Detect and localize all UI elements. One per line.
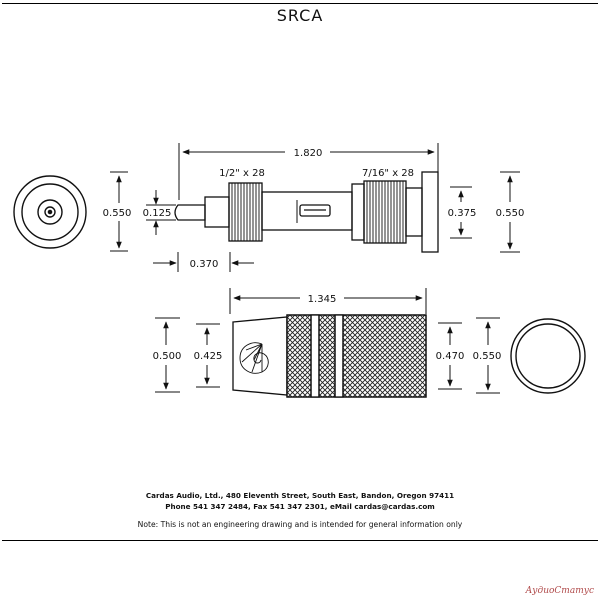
plug-end-view (13, 175, 87, 249)
dim-sleeve-inner-left (196, 323, 220, 388)
sleeve-side-view (232, 314, 427, 398)
dim-label-pin-dia: 0.125 (143, 208, 172, 219)
dim-label-sleeve-length: 1.345 (308, 294, 337, 305)
dim-label-outer-dia-right: 0.550 (496, 208, 525, 219)
dim-outer-dia-right (500, 171, 520, 253)
dim-label-pin-length: 0.370 (190, 259, 219, 270)
disclaimer-note: Note: This is not an engineering drawing… (137, 520, 463, 529)
dim-label-body-dia-left: 0.550 (103, 208, 132, 219)
dim-total-length (178, 143, 439, 200)
dim-pin-length (153, 252, 254, 272)
dim-sleeve-outer-left (155, 317, 180, 393)
address-line-1: Cardas Audio, Ltd., 480 Eleventh Street,… (145, 491, 455, 500)
plug-side-view (174, 171, 439, 253)
dim-pin-dia (146, 190, 176, 235)
dim-body-dia-left (110, 171, 128, 252)
sleeve-end-view (510, 318, 586, 394)
dim-label-sleeve-outer-right: 0.550 (473, 351, 502, 362)
top-border-line (2, 3, 598, 4)
thread-label-right: 7/16" x 28 (362, 168, 414, 179)
dim-sleeve-length (229, 288, 427, 314)
dim-label-sleeve-inner-right: 0.470 (436, 351, 465, 362)
nautilus-logo-icon (239, 342, 269, 374)
dim-sleeve-outer-right (476, 317, 500, 394)
address-line-2: Phone 541 347 2484, Fax 541 347 2301, eM… (165, 502, 435, 511)
dim-inner-dia-right (450, 186, 472, 239)
watermark-logo: АудиоСтатус (525, 586, 594, 596)
drawing-title: SRCA (276, 6, 324, 25)
thread-label-left: 1/2" x 28 (219, 168, 265, 179)
bottom-border-line (2, 540, 598, 541)
dim-label-sleeve-outer-left: 0.500 (153, 351, 182, 362)
dim-sleeve-inner-right (438, 322, 462, 390)
dim-label-total-length: 1.820 (294, 148, 323, 159)
dim-label-inner-dia-right: 0.375 (448, 208, 477, 219)
dim-label-sleeve-inner-left: 0.425 (194, 351, 223, 362)
